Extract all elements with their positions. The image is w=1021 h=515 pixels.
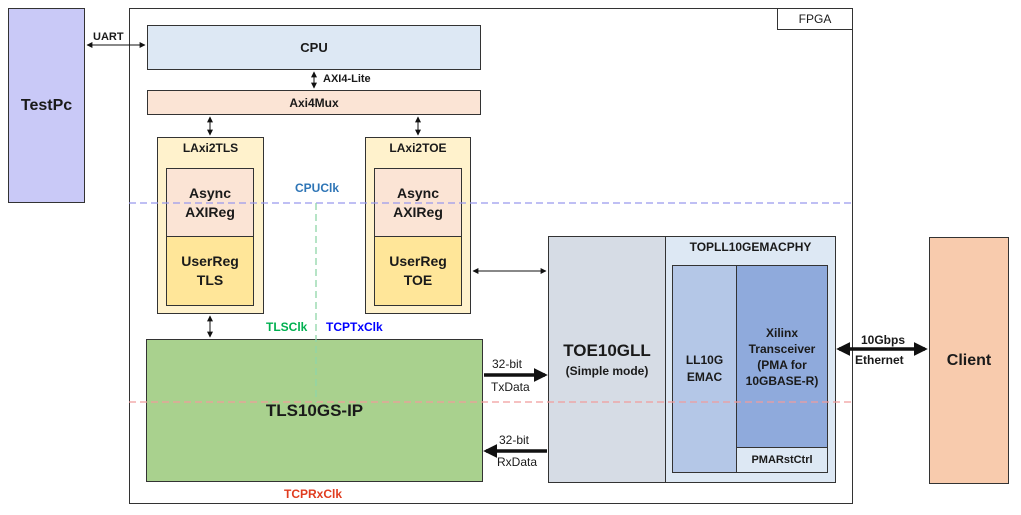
- ethernet-speed-label: 10Gbps: [861, 333, 906, 347]
- ll10g-emac-box: LL10G EMAC: [672, 265, 737, 473]
- tx-name-label: TxData: [491, 380, 530, 394]
- ethernet-name-label: Ethernet: [855, 353, 904, 367]
- xcvr-line4: 10GBASE-R): [745, 373, 819, 388]
- async-label: Async: [188, 184, 232, 201]
- toe-title: TOE10GLL: [563, 341, 651, 360]
- laxi2toe-userreg: UserReg TOE: [374, 236, 462, 306]
- phy-title: TOPLL10GEMACPHY: [689, 240, 812, 254]
- pmarstctrl-box: PMARstCtrl: [736, 447, 828, 473]
- laxi2tls-userreg: UserReg TLS: [166, 236, 254, 306]
- async-label: Async: [396, 184, 440, 201]
- toe-mode: (Simple mode): [565, 364, 649, 378]
- xilinx-transceiver-box: Xilinx Transceiver (PMA for 10GBASE-R): [736, 265, 828, 448]
- tcprxclk-label: TCPRxClk: [284, 487, 343, 501]
- axireg-label: AXIReg: [185, 203, 235, 220]
- uart-label: UART: [93, 31, 124, 43]
- laxi2toe-title: LAxi2TOE: [389, 141, 447, 155]
- axi4lite-label: AXI4-Lite: [323, 73, 371, 85]
- fpga-boundary: [129, 8, 853, 504]
- emac-line2: EMAC: [686, 370, 723, 384]
- tls10gs-ip-box: TLS10GS-IP: [146, 339, 483, 482]
- tls-label: TLS: [196, 272, 224, 288]
- xcvr-line2: Transceiver: [748, 341, 816, 356]
- xcvr-line3: (PMA for: [757, 357, 807, 372]
- testpc-box: TestPc: [8, 8, 85, 203]
- emac-line1: LL10G: [685, 353, 724, 367]
- userreg-label: UserReg: [181, 253, 239, 269]
- tlsclk-label: TLSClk: [266, 320, 308, 334]
- cpu-box: CPU: [147, 25, 481, 70]
- userreg-label: UserReg: [389, 253, 447, 269]
- tx-width-label: 32-bit: [492, 357, 523, 371]
- axi4mux-box: Axi4Mux: [147, 90, 481, 115]
- xcvr-line1: Xilinx: [765, 325, 798, 340]
- axireg-label: AXIReg: [393, 203, 443, 220]
- client-box: Client: [929, 237, 1009, 484]
- toe10gll-box: TOE10GLL (Simple mode): [548, 236, 666, 483]
- rx-width-label: 32-bit: [499, 433, 530, 447]
- rx-name-label: RxData: [497, 455, 538, 469]
- fpga-label: FPGA: [777, 8, 853, 30]
- laxi2tls-title: LAxi2TLS: [182, 141, 239, 155]
- cpuclk-label: CPUClk: [295, 181, 340, 195]
- tcptxclk-label: TCPTxClk: [326, 320, 383, 334]
- toe-label: TOE: [403, 272, 433, 288]
